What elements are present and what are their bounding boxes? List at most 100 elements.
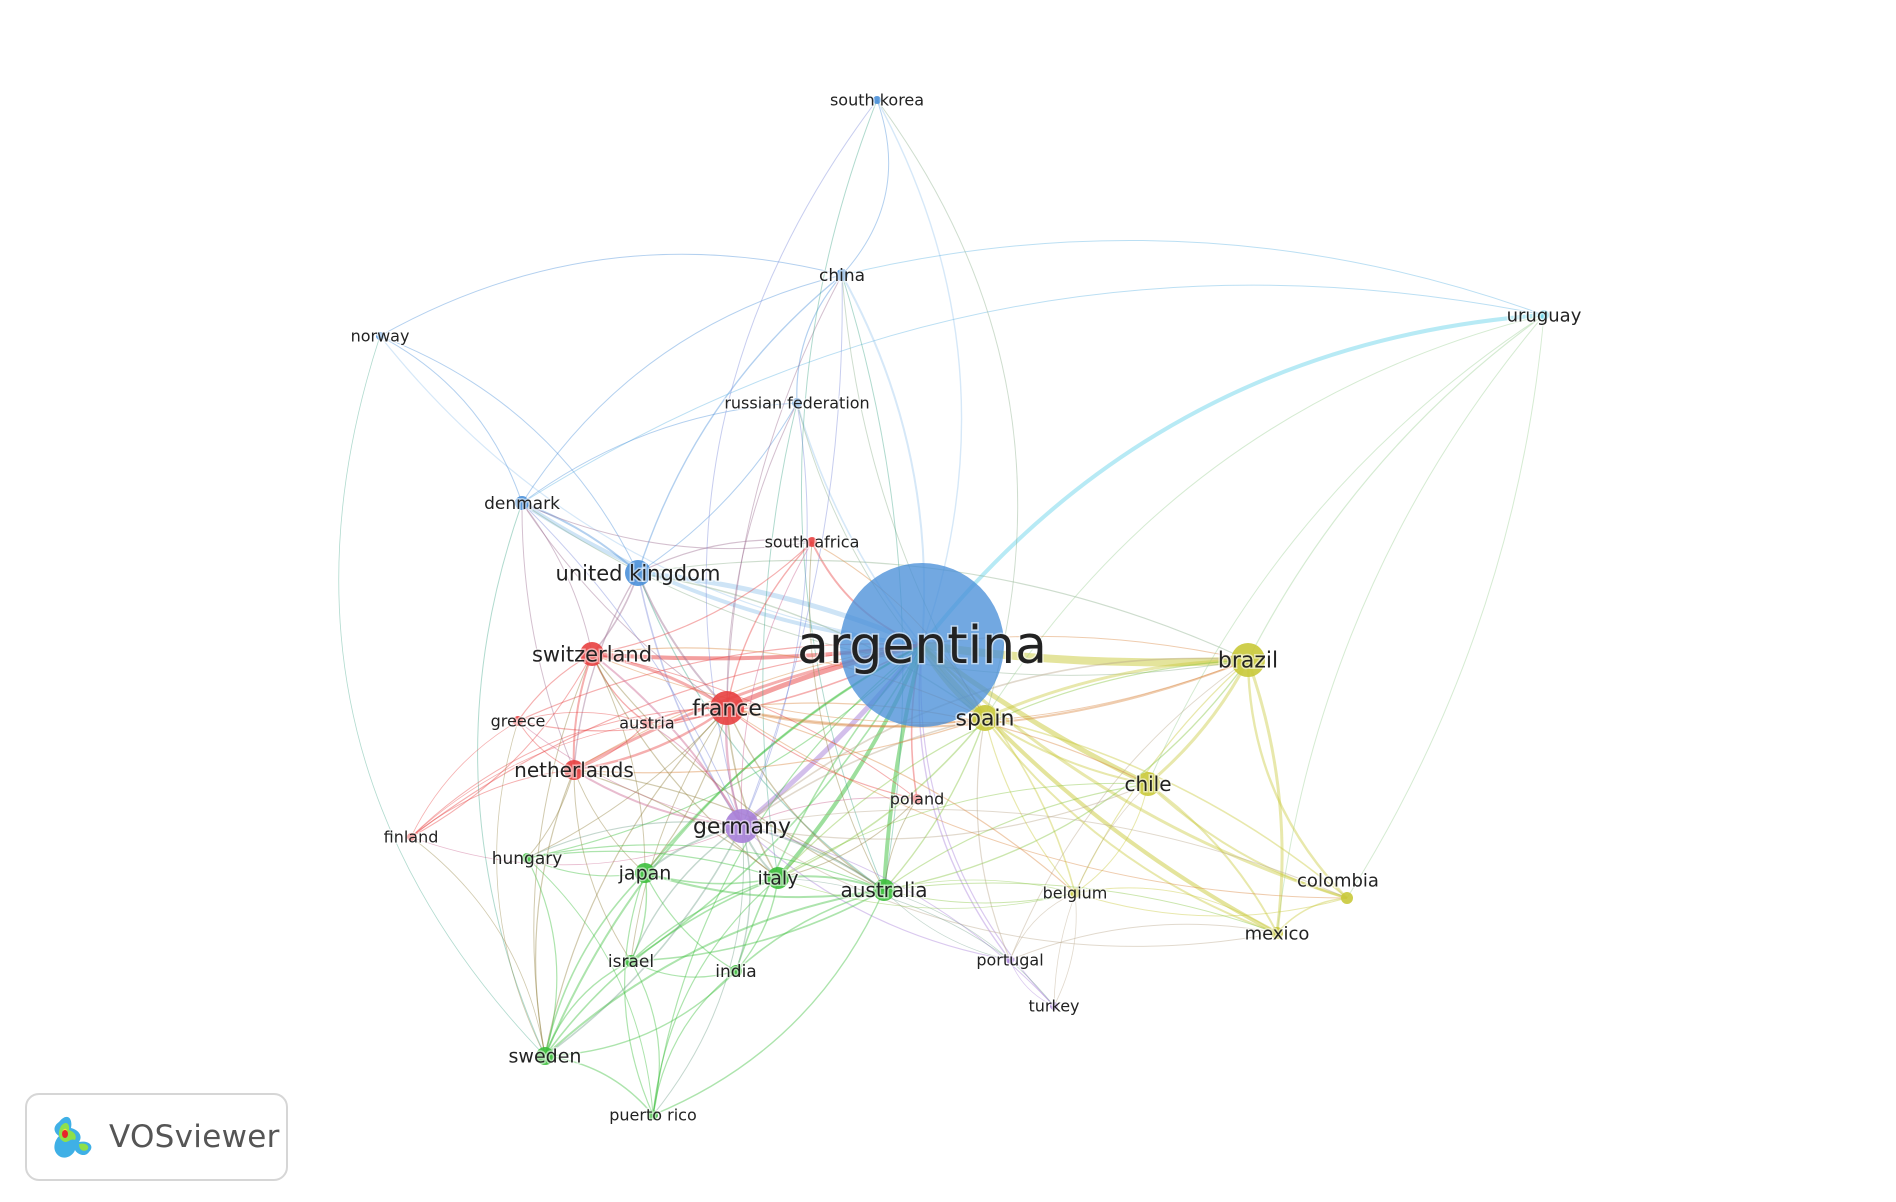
node-argentina[interactable]	[840, 563, 1004, 727]
node-israel[interactable]	[625, 955, 637, 967]
node-brazil[interactable]	[1231, 643, 1265, 677]
link-spain-netherlands	[573, 717, 986, 774]
link-uruguay-brazil	[1247, 314, 1545, 661]
link-chile-belgium	[1074, 783, 1149, 894]
link-colombia-germany	[741, 808, 1348, 899]
node-label-china[interactable]: china	[817, 264, 866, 287]
node-mexico[interactable]	[1271, 927, 1283, 939]
node-label-brazil[interactable]: brazil	[1216, 647, 1279, 675]
node-label-argentina[interactable]: argentina	[796, 615, 1049, 678]
link-china-south_korea	[841, 99, 890, 276]
node-label-chile[interactable]: chile	[1123, 771, 1173, 798]
link-france-belgium	[726, 707, 1076, 894]
node-label-colombia[interactable]: colombia	[1296, 869, 1381, 893]
link-france-south_africa	[726, 541, 813, 709]
node-label-mexico[interactable]: mexico	[1243, 922, 1311, 946]
node-label-puerto-rico[interactable]: puerto rico	[608, 1104, 698, 1126]
node-australia[interactable]	[873, 879, 895, 901]
node-turkey[interactable]	[1050, 1002, 1058, 1010]
link-netherlands-germany	[573, 769, 743, 827]
node-label-south-africa[interactable]: south africa	[763, 531, 861, 553]
link-switzerland-south_africa	[591, 541, 813, 655]
link-spain-belgium	[984, 717, 1076, 894]
link-colombia-mexico	[1276, 897, 1348, 934]
node-label-denmark[interactable]: denmark	[483, 492, 562, 515]
node-label-sweden[interactable]: sweden	[507, 1044, 583, 1069]
node-label-turkey[interactable]: turkey	[1027, 995, 1081, 1017]
link-brazil-spain	[984, 658, 1249, 720]
link-brazil-belgium	[1074, 659, 1249, 894]
link-belgium-portugal	[1009, 892, 1076, 961]
link-united_kingdom-netherlands	[573, 572, 639, 771]
node-label-netherlands[interactable]: netherlands	[513, 757, 636, 784]
node-south-africa[interactable]	[807, 537, 817, 547]
node-label-australia[interactable]: australia	[839, 877, 929, 904]
node-label-israel[interactable]: israel	[606, 950, 655, 973]
node-label-uruguay[interactable]: uruguay	[1505, 304, 1583, 328]
link-greece-finland	[410, 720, 519, 838]
link-turkey-belgium	[1053, 892, 1077, 1007]
node-russian-federation[interactable]	[792, 398, 802, 408]
node-label-germany[interactable]: germany	[691, 813, 792, 841]
node-belgium[interactable]	[1070, 888, 1080, 898]
node-label-finland[interactable]: finland	[382, 826, 440, 848]
node-label-greece[interactable]: greece	[489, 710, 547, 732]
node-label-japan[interactable]: japan	[616, 861, 673, 886]
node-label-france[interactable]: france	[691, 695, 764, 723]
link-switzerland-sweden	[533, 653, 593, 1057]
node-label-poland[interactable]: poland	[888, 788, 946, 810]
node-label-spain[interactable]: spain	[954, 705, 1016, 733]
node-china[interactable]	[836, 269, 848, 281]
link-mexico-australia	[883, 882, 1278, 934]
link-mexico-germany	[741, 825, 1278, 947]
node-portugal[interactable]	[1006, 956, 1014, 964]
node-puerto-rico[interactable]	[648, 1110, 658, 1120]
node-label-russian-federation[interactable]: russian federation	[723, 392, 871, 414]
node-label-portugal[interactable]: portugal	[975, 949, 1045, 971]
link-italy-puerto_rico	[652, 877, 779, 1116]
node-colombia[interactable]	[1341, 892, 1353, 904]
link-spain-germany	[741, 717, 986, 827]
node-label-hungary[interactable]: hungary	[490, 847, 564, 870]
node-uruguay[interactable]	[1539, 310, 1549, 320]
node-italy[interactable]	[767, 867, 789, 889]
node-label-belgium[interactable]: belgium	[1041, 882, 1109, 904]
node-austria[interactable]	[642, 718, 652, 728]
node-india[interactable]	[730, 965, 742, 977]
node-label-italy[interactable]: italy	[756, 866, 800, 891]
link-japan-sweden	[544, 872, 646, 1057]
node-label-austria[interactable]: austria	[618, 712, 676, 734]
link-sweden-israel	[544, 960, 632, 1057]
node-spain[interactable]	[972, 705, 998, 731]
link-switzerland-australia	[591, 653, 885, 891]
link-france-israel	[630, 707, 728, 962]
node-greece[interactable]	[513, 716, 523, 726]
node-switzerland[interactable]	[580, 642, 604, 666]
node-hungary[interactable]	[522, 853, 532, 863]
link-denmark-switzerland	[521, 502, 593, 655]
node-south-korea[interactable]	[873, 96, 881, 104]
node-japan[interactable]	[635, 863, 655, 883]
node-france[interactable]	[710, 691, 744, 725]
link-spain-chile	[984, 717, 1149, 785]
link-uruguay-spain	[984, 314, 1545, 719]
node-united-kingdom[interactable]	[625, 560, 651, 586]
node-germany[interactable]	[725, 809, 759, 843]
link-turkey-australia	[883, 889, 1055, 1007]
node-netherlands[interactable]	[564, 760, 584, 780]
node-norway[interactable]	[376, 332, 384, 340]
node-label-south-korea[interactable]: south korea	[828, 89, 925, 111]
node-label-united-kingdom[interactable]: united kingdom	[554, 560, 722, 587]
node-finland[interactable]	[407, 833, 415, 841]
node-label-india[interactable]: india	[714, 960, 758, 983]
node-label-switzerland[interactable]: switzerland	[530, 641, 653, 668]
node-denmark[interactable]	[515, 496, 529, 510]
link-germany-turkey	[741, 825, 1055, 1007]
link-colombia-belgium	[1074, 892, 1348, 917]
node-label-norway[interactable]: norway	[349, 325, 411, 347]
node-chile[interactable]	[1136, 772, 1160, 796]
node-poland[interactable]	[912, 794, 922, 804]
link-germany-israel	[630, 825, 743, 962]
node-sweden[interactable]	[536, 1047, 554, 1065]
